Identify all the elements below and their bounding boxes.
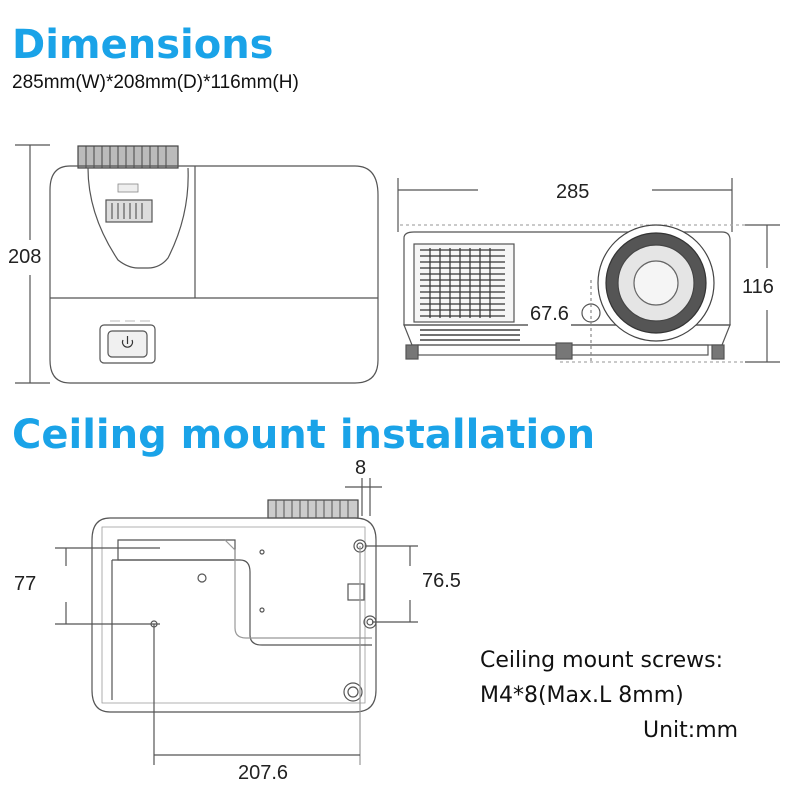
ceiling-title: Ceiling mount installation [12,412,596,458]
right-spacing-label: 76.5 [422,570,461,592]
height-label: 116 [742,276,774,298]
depth-label: 208 [8,246,42,268]
left-spacing-label: 77 [14,573,37,595]
width-label: 285 [556,181,590,203]
size-text: 285mm(W)*208mm(D)*116mm(H) [12,72,299,93]
lens-label: 67.6 [528,303,571,326]
power-icon [121,336,134,348]
screws-note-line2: M4*8(Max.L 8mm) [480,683,684,708]
dimensions-title: Dimensions [12,22,274,68]
unit-note: Unit:mm [643,718,739,743]
offset-label: 8 [355,457,367,479]
bottom-view-projector [55,478,418,765]
front-view-projector [397,178,780,363]
bottom-spacing-label: 207.6 [238,762,289,784]
screws-note-line1: Ceiling mount screws: [480,648,724,673]
top-view-projector [15,144,379,384]
